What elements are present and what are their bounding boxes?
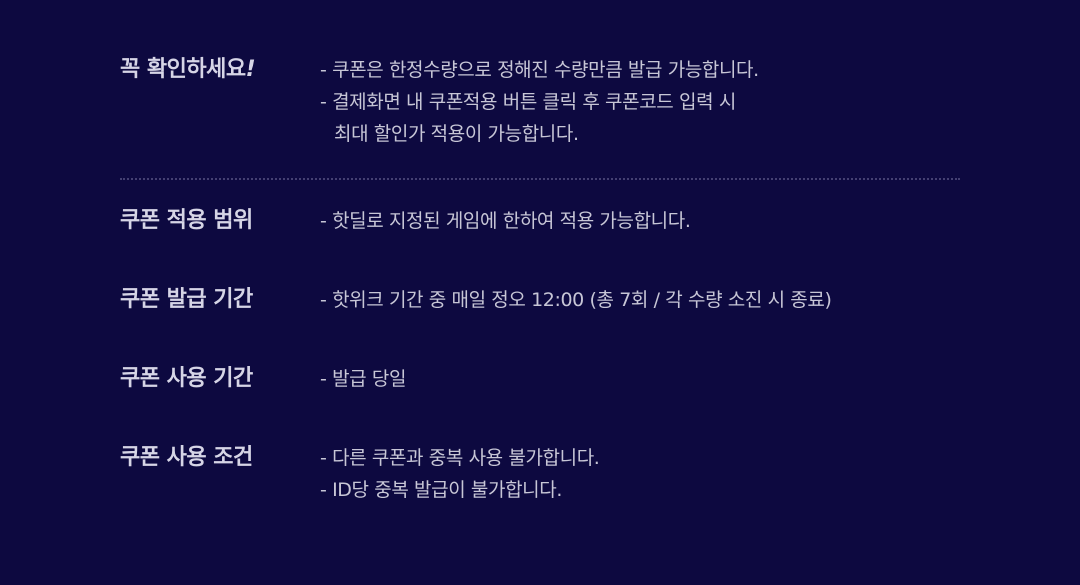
section-must-check: 꼭 확인하세요! - 쿠폰은 한정수량으로 정해진 수량만큼 발급 가능합니다.…: [120, 54, 960, 150]
section-title-use-period: 쿠폰 사용 기간: [120, 366, 253, 391]
section-use-conditions: 쿠폰 사용 조건 - 다른 쿠폰과 중복 사용 불가합니다. - ID당 중복 …: [120, 442, 960, 506]
section-title-coupon-scope: 쿠폰 적용 범위: [120, 208, 253, 233]
section-title-use-conditions: 쿠폰 사용 조건: [120, 445, 253, 470]
info-line: - 결제화면 내 쿠폰적용 버튼 클릭 후 쿠폰코드 입력 시: [320, 91, 736, 113]
section-title-text: 꼭 확인하세요: [120, 57, 246, 82]
section-title-must-check: 꼭 확인하세요!: [120, 54, 320, 86]
info-line: - 발급 당일: [320, 368, 407, 390]
info-line: - 핫위크 기간 중 매일 정오 12:00 (총 7회 / 각 수량 소진 시…: [320, 289, 832, 311]
info-line: - 쿠폰은 한정수량으로 정해진 수량만큼 발급 가능합니다.: [320, 59, 759, 81]
section-coupon-scope: 쿠폰 적용 범위 - 핫딜로 지정된 게임에 한하여 적용 가능합니다.: [120, 205, 960, 237]
section-body-use-conditions: - 다른 쿠폰과 중복 사용 불가합니다. - ID당 중복 발급이 불가합니다…: [320, 442, 960, 506]
info-line: - 다른 쿠폰과 중복 사용 불가합니다.: [320, 447, 600, 469]
info-line-continued: 최대 할인가 적용이 가능합니다.: [334, 123, 579, 145]
section-body-use-period: - 발급 당일: [320, 363, 960, 395]
section-body-issue-period: - 핫위크 기간 중 매일 정오 12:00 (총 7회 / 각 수량 소진 시…: [320, 284, 960, 316]
section-title-exclamation: !: [245, 57, 256, 82]
section-use-period: 쿠폰 사용 기간 - 발급 당일: [120, 363, 960, 395]
info-line: - ID당 중복 발급이 불가합니다.: [320, 479, 562, 501]
section-body-must-check: - 쿠폰은 한정수량으로 정해진 수량만큼 발급 가능합니다. - 결제화면 내…: [320, 54, 960, 150]
section-title-issue-period: 쿠폰 발급 기간: [120, 287, 253, 312]
dotted-divider: [120, 178, 960, 180]
section-issue-period: 쿠폰 발급 기간 - 핫위크 기간 중 매일 정오 12:00 (총 7회 / …: [120, 284, 960, 316]
section-body-coupon-scope: - 핫딜로 지정된 게임에 한하여 적용 가능합니다.: [320, 205, 960, 237]
info-line: - 핫딜로 지정된 게임에 한하여 적용 가능합니다.: [320, 210, 691, 232]
